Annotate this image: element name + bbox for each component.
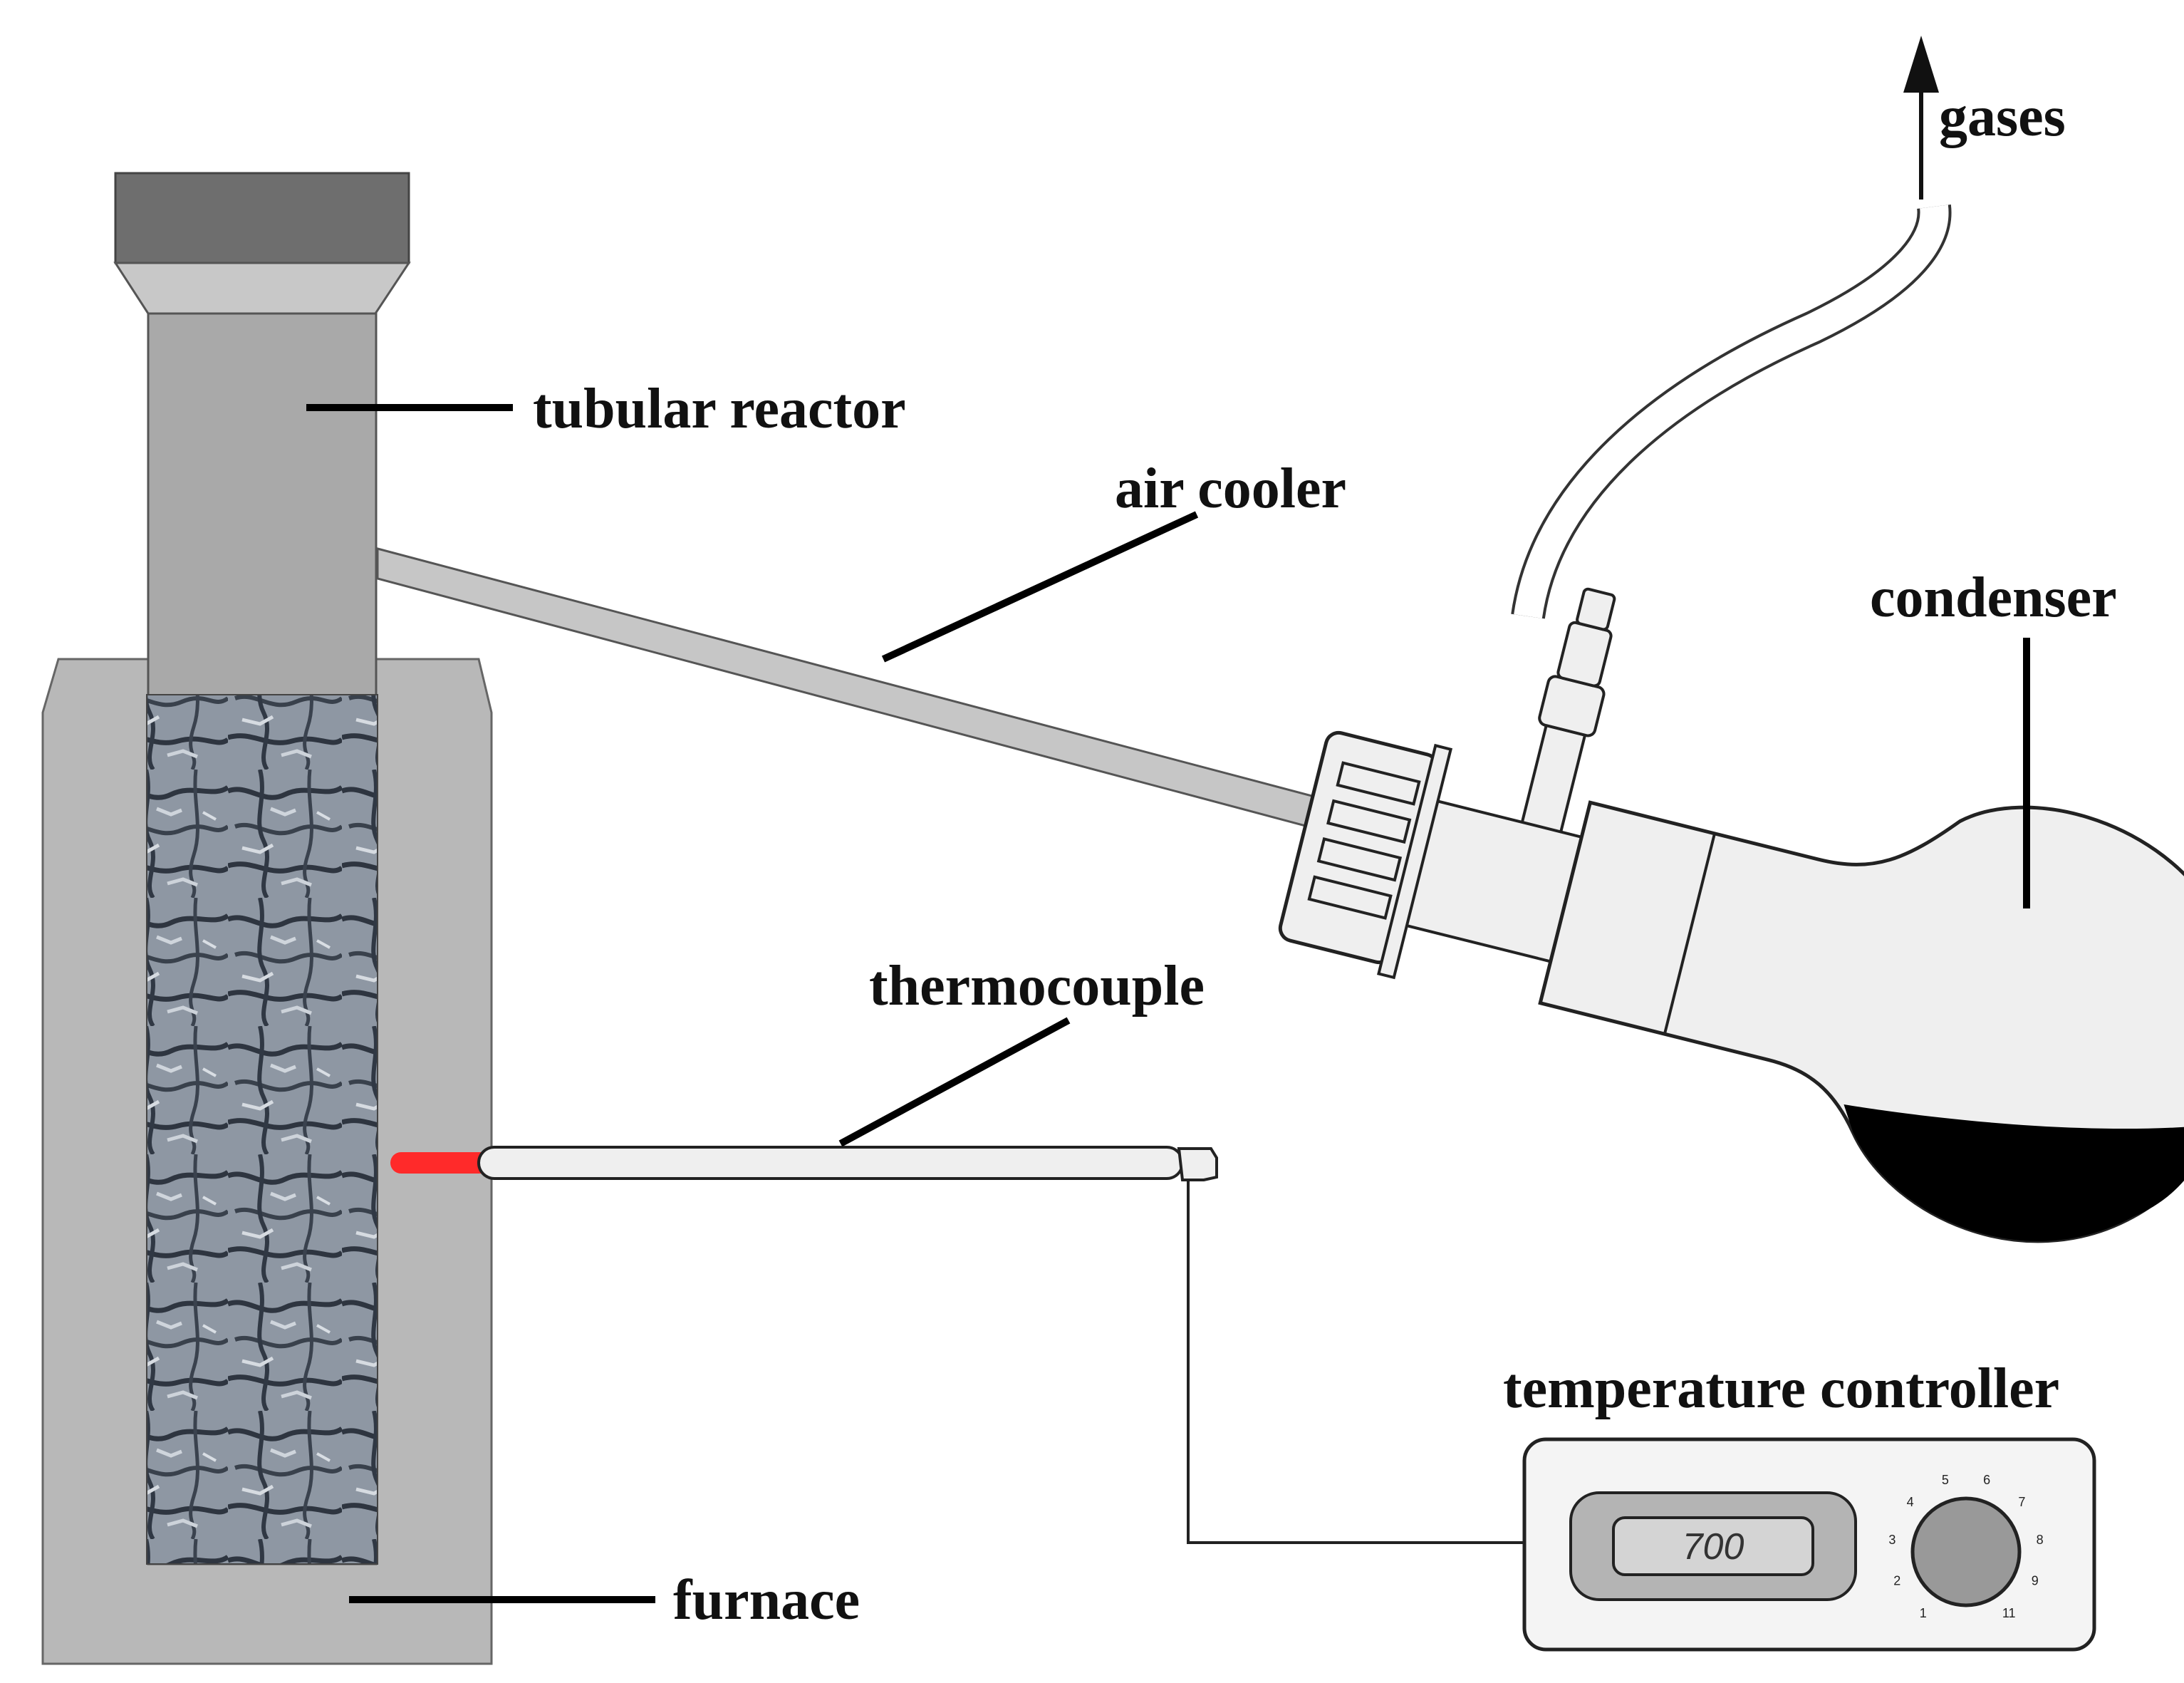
gases-arrow-head: [1903, 36, 1939, 93]
dial-number: 3: [1888, 1533, 1896, 1547]
label-furnace: furnace: [673, 1569, 860, 1632]
dial-number: 8: [2037, 1533, 2044, 1547]
dial-numbers: 1 2 3 4 5 6 7 8 9 11: [1888, 1473, 2043, 1620]
display-value: 700: [1683, 1526, 1744, 1568]
thermocouple-wire: [1187, 1180, 1524, 1544]
condensed-liquid: [1844, 1104, 2184, 1241]
dial-number: 1: [1920, 1606, 1927, 1620]
gas-hose-inner: [1514, 204, 1949, 618]
cap-rib-3: [1316, 837, 1403, 882]
gas-hose-outer: [1511, 204, 1952, 619]
cap-rib-1: [1336, 761, 1421, 806]
dial-number: 9: [2032, 1574, 2039, 1588]
display-screen: [1612, 1516, 1814, 1576]
label-thermocouple: thermocouple: [869, 955, 1205, 1017]
label-temperature-controller: temperature controller: [1503, 1357, 2059, 1420]
leader-air-cooler: [881, 511, 1199, 663]
screw-cap-flange: [1377, 743, 1453, 980]
label-air-cooler: air cooler: [1115, 457, 1346, 520]
biomass-packing: [146, 694, 378, 1565]
dial-number: 7: [2018, 1495, 2025, 1509]
dial-number: 4: [1907, 1495, 1914, 1509]
reactor-cap-flare: [113, 261, 411, 315]
dial-number: 5: [1942, 1473, 1949, 1487]
dial-number: 11: [2002, 1606, 2016, 1620]
thermocouple-connector: [1177, 1147, 1218, 1181]
hose-fitting-3: [1576, 587, 1616, 631]
control-knob[interactable]: [1910, 1496, 2022, 1607]
thermocouple-probe: [477, 1146, 1184, 1180]
leader-thermocouple: [838, 1017, 1071, 1147]
cap-rib-2: [1326, 799, 1412, 844]
flask-joint-ring: [1663, 833, 1716, 1035]
cap-rib-4: [1307, 875, 1393, 920]
label-condenser: condenser: [1870, 566, 2117, 629]
hose-fitting-2: [1556, 621, 1613, 688]
dial-number: 6: [1983, 1473, 1990, 1487]
label-tubular-reactor: tubular reactor: [533, 378, 906, 440]
dial-number: 2: [1893, 1574, 1900, 1588]
label-gases: gases: [1939, 86, 2066, 148]
reactor-cap-top: [114, 172, 410, 264]
side-arm: [1518, 723, 1587, 841]
thermocouple-tip: [390, 1152, 490, 1174]
condenser-assembly: [1278, 587, 2184, 1243]
